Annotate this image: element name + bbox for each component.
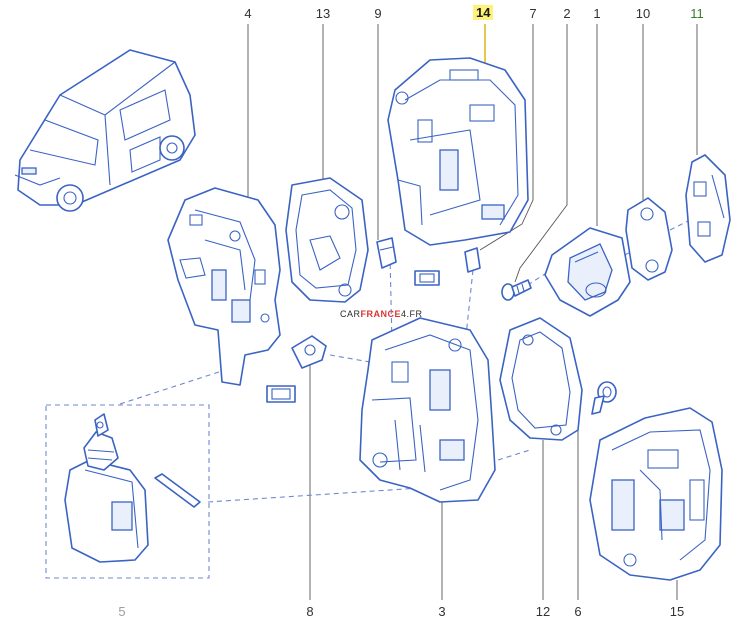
label-part-6: 6 [574,604,582,619]
label-part-11: 11 [690,6,704,21]
label-part-2: 2 [563,6,571,21]
label-part-3: 3 [438,604,446,619]
label-part-9: 9 [374,6,382,21]
part-8-clip [266,335,327,403]
watermark-brand: FRANCE [360,309,402,319]
leader-2 [514,24,568,283]
part-4-lock-mechanism [167,187,281,386]
part-15-lock-assembly [589,407,723,581]
label-part-14-highlighted[interactable]: 14 [473,5,494,20]
watermark-prefix: CAR [340,309,361,319]
leader-7 [479,24,534,251]
part-1-striker [544,227,631,317]
label-part-1: 1 [593,6,601,21]
van-illustration [14,49,196,212]
label-part-8: 8 [306,604,314,619]
label-part-7: 7 [529,6,537,21]
part-9-clip [376,237,481,286]
part-12-seal [499,317,583,441]
part-10-shim [625,197,673,281]
watermark-suffix: 4.FR [401,309,423,319]
part-13-cover-plate [285,177,369,303]
part-3-door-lock [359,317,496,503]
part-14-lock-unit [387,57,529,246]
part-6-bolt [591,381,617,415]
leader-lines [247,24,698,600]
label-part-12: 12 [535,604,551,619]
label-part-15: 15 [669,604,685,619]
part-5-actuator [45,404,210,579]
label-part-4: 4 [244,6,252,21]
label-part-10: 10 [635,6,651,21]
watermark: CARFRANCE4.FR [340,309,423,319]
part-11-gasket [685,154,731,263]
part-2-screw [501,279,532,301]
label-part-13: 13 [315,6,331,21]
assembly-dashed-lines [119,219,691,503]
label-part-5: 5 [118,604,126,619]
